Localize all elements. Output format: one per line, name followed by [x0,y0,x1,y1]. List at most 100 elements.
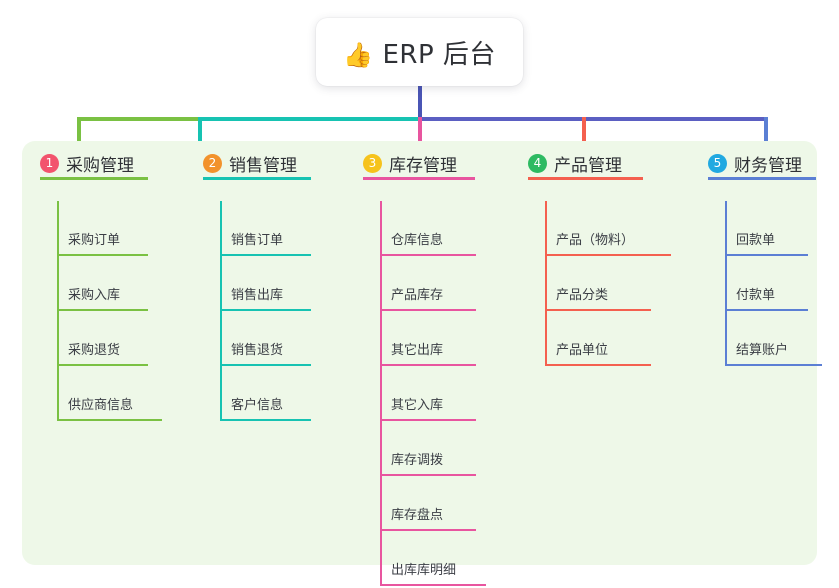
branch-column-2: 2 销售管理 销售订单销售出库销售退货客户信息 [203,146,353,421]
branch-items-1: 采购订单采购入库采购退货供应商信息 [40,201,190,421]
leaf-item-label: 出库库明细 [391,563,457,578]
branch-badge-5: 5 [708,153,727,173]
branch-title-2: 销售管理 [229,155,297,176]
branch-column-4: 4 产品管理 产品（物料） 产品分类产品单位 [528,146,698,366]
leaf-item-underline [381,584,486,586]
leaf-item-label: 产品（物料） [556,233,635,248]
leaf-item-underline [381,419,476,421]
leaf-item-label: 仓库信息 [391,233,444,248]
leaf-item[interactable]: 付款单 [708,256,828,311]
leaf-item-underline [381,474,476,476]
branch-column-3: 3 库存管理 仓库信息产品库存其它出库其它入库库存调拨库存盘点出库库明细 [363,146,523,586]
branch-title-5: 财务管理 [734,155,802,176]
branch-badge-4: 4 [528,153,547,173]
root-node[interactable]: 👍 ERP 后台 [316,18,523,86]
leaf-item-label: 供应商信息 [68,398,134,413]
leaf-item-label: 付款单 [736,288,776,303]
leaf-item[interactable]: 产品分类 [528,256,698,311]
branch-spine-4 [545,201,547,366]
leaf-item[interactable]: 回款单 [708,201,828,256]
branch-spine-5 [725,201,727,366]
branch-column-5: 5 财务管理 回款单付款单结算账户 [708,146,828,366]
leaf-item[interactable]: 仓库信息 [363,201,523,256]
leaf-item-label: 产品分类 [556,288,609,303]
branch-title-1: 采购管理 [66,155,134,176]
leaf-item-underline [58,309,148,311]
leaf-item[interactable]: 客户信息 [203,366,353,421]
leaf-item-underline [726,364,822,366]
branch-items-2: 销售订单销售出库销售退货客户信息 [203,201,353,421]
leaf-item-underline [58,364,148,366]
branch-badge-3: 3 [363,153,382,173]
leaf-item-underline [381,364,476,366]
leaf-item[interactable]: 采购入库 [40,256,190,311]
root-title-text: ERP 后台 [382,39,496,70]
leaf-item[interactable]: 销售订单 [203,201,353,256]
leaf-item-underline [726,309,808,311]
branch-items-3: 仓库信息产品库存其它出库其它入库库存调拨库存盘点出库库明细 [363,201,523,586]
branch-items-4: 产品（物料） 产品分类产品单位 [528,201,698,366]
branch-header-1[interactable]: 1 采购管理 [40,146,190,180]
leaf-item-underline [58,419,162,421]
branch-header-3[interactable]: 3 库存管理 [363,146,523,180]
branch-badge-2: 2 [203,153,222,173]
branch-underline-1 [40,177,148,180]
leaf-item[interactable]: 其它入库 [363,366,523,421]
branch-spine-2 [220,201,222,421]
leaf-item-label: 采购退货 [68,343,121,358]
leaf-item-underline [546,309,651,311]
leaf-item-underline [381,309,476,311]
leaf-item-underline [546,364,651,366]
leaf-item-underline [58,254,148,256]
branch-header-2[interactable]: 2 销售管理 [203,146,353,180]
leaf-item-underline [221,364,311,366]
leaf-item-label: 其它出库 [391,343,444,358]
leaf-item-label: 产品单位 [556,343,609,358]
leaf-item-label: 客户信息 [231,398,284,413]
branch-underline-4 [528,177,643,180]
leaf-item-label: 销售退货 [231,343,284,358]
leaf-item[interactable]: 销售退货 [203,311,353,366]
leaf-item-label: 销售出库 [231,288,284,303]
thumbs-up-icon: 👍 [343,40,374,69]
branch-column-1: 1 采购管理 采购订单采购入库采购退货供应商信息 [40,146,190,421]
branch-header-5[interactable]: 5 财务管理 [708,146,828,180]
leaf-item-label: 采购入库 [68,288,121,303]
leaf-item-underline [381,529,476,531]
leaf-item[interactable]: 其它出库 [363,311,523,366]
branch-underline-3 [363,177,475,180]
leaf-item-label: 结算账户 [736,343,789,358]
leaf-item-label: 销售订单 [231,233,284,248]
leaf-item-underline [221,419,311,421]
leaf-item[interactable]: 采购订单 [40,201,190,256]
leaf-item[interactable]: 采购退货 [40,311,190,366]
branch-underline-5 [708,177,816,180]
leaf-item-underline [381,254,476,256]
leaf-item-underline [726,254,808,256]
leaf-item[interactable]: 供应商信息 [40,366,190,421]
branch-underline-2 [203,177,311,180]
branch-spine-3 [380,201,382,586]
leaf-item[interactable]: 产品单位 [528,311,698,366]
leaf-item-label: 其它入库 [391,398,444,413]
leaf-item-underline [221,254,311,256]
leaf-item[interactable]: 库存调拨 [363,421,523,476]
leaf-item-label: 回款单 [736,233,776,248]
leaf-item-label: 库存盘点 [391,508,444,523]
leaf-item-label: 产品库存 [391,288,444,303]
branch-title-3: 库存管理 [389,155,457,176]
branches-panel [22,141,817,565]
leaf-item[interactable]: 产品（物料） [528,201,698,256]
leaf-item-underline [546,254,671,256]
leaf-item[interactable]: 销售出库 [203,256,353,311]
branch-items-5: 回款单付款单结算账户 [708,201,828,366]
leaf-item[interactable]: 结算账户 [708,311,828,366]
leaf-item[interactable]: 库存盘点 [363,476,523,531]
leaf-item[interactable]: 出库库明细 [363,531,523,586]
root-node-label: 👍 ERP 后台 [343,34,496,71]
leaf-item[interactable]: 产品库存 [363,256,523,311]
leaf-item-label: 库存调拨 [391,453,444,468]
branch-header-4[interactable]: 4 产品管理 [528,146,698,180]
leaf-item-label: 采购订单 [68,233,121,248]
